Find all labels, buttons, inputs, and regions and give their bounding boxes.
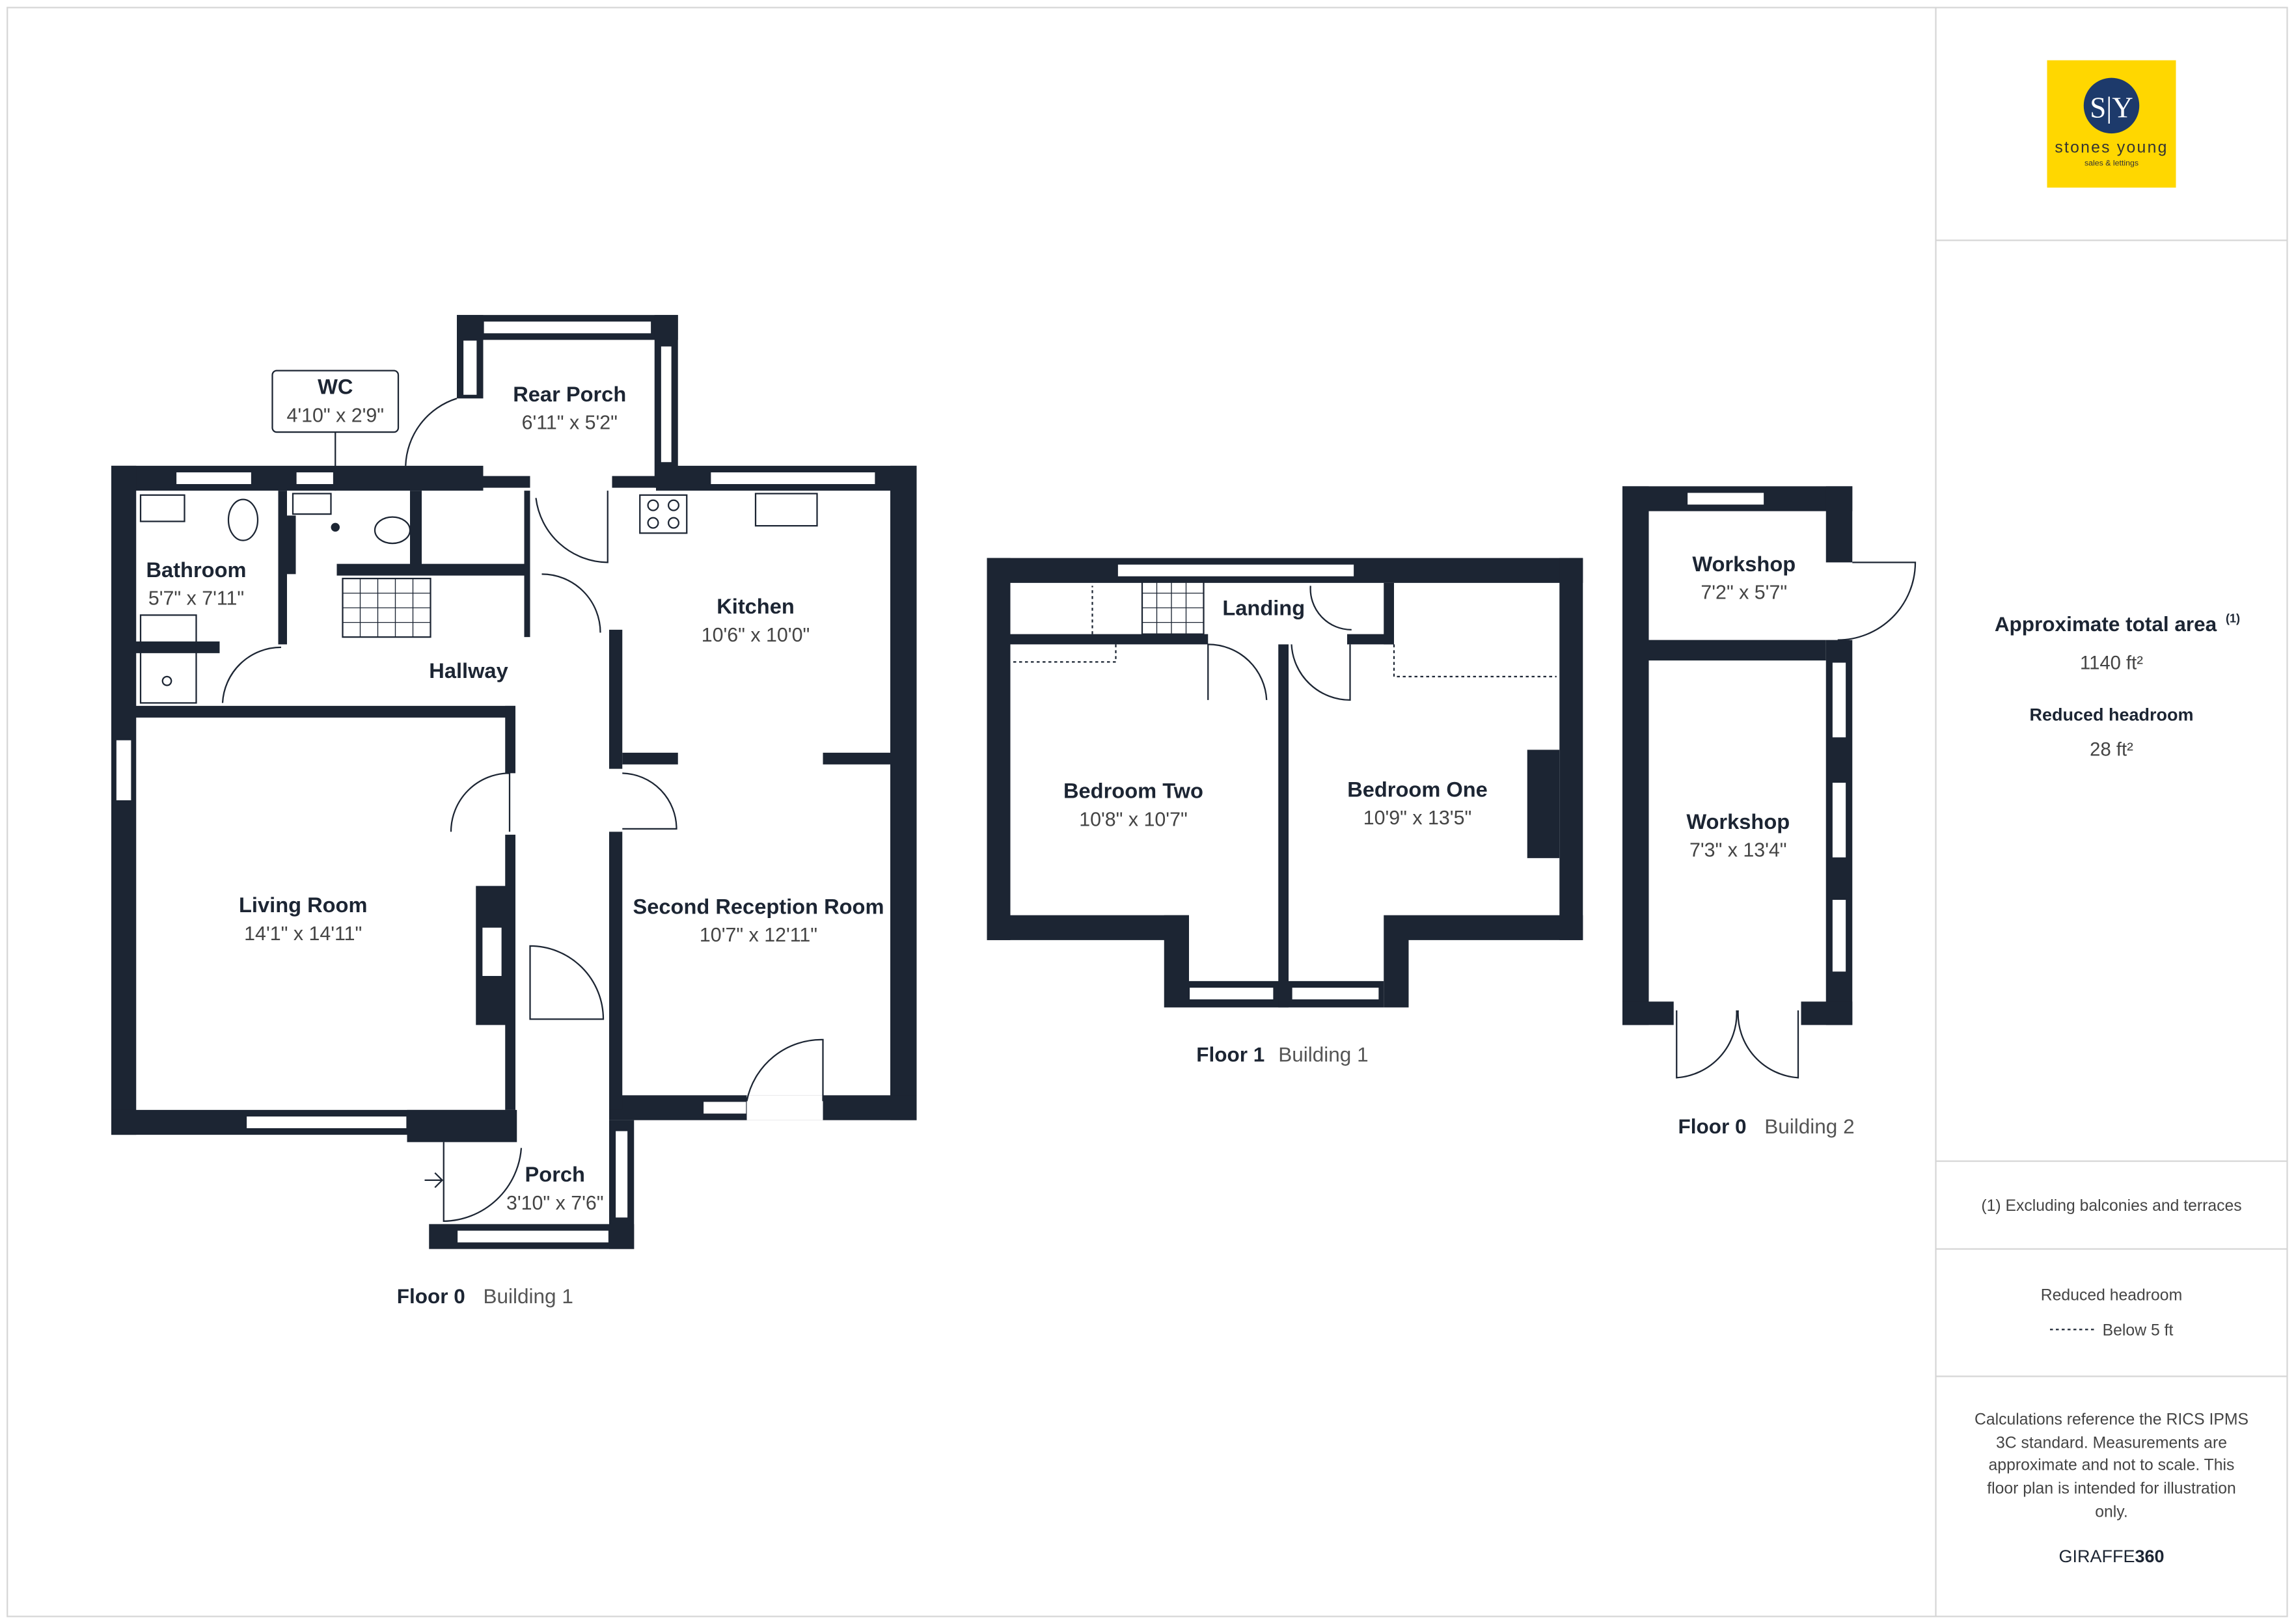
footnote: (1) Excluding balconies and terraces: [1981, 1197, 2241, 1215]
room-name-kitchen: Kitchen: [717, 594, 795, 618]
room-name-rear-porch: Rear Porch: [513, 382, 626, 406]
building-label: Building 2: [1764, 1115, 1854, 1138]
disclaimer-line: 3C standard. Measurements are: [1996, 1435, 2227, 1452]
room-dims-bedroom-one: 10'9" x 13'5": [1363, 807, 1472, 829]
room-name-living-room: Living Room: [239, 893, 367, 917]
room-dims-second-reception: 10'7" x 12'11": [700, 925, 817, 946]
room-name-workshop-small: Workshop: [1692, 552, 1796, 576]
building-label: Building 1: [484, 1284, 573, 1308]
floor-label: Floor 0: [397, 1284, 465, 1308]
room-name-bedroom-one: Bedroom One: [1347, 777, 1488, 801]
room-dims-kitchen: 10'6" x 10'0": [702, 625, 810, 646]
logo-name: stones young: [2055, 139, 2168, 156]
room-name-porch: Porch: [525, 1162, 585, 1186]
room-name-hallway: Hallway: [429, 658, 508, 683]
room-dims-bedroom-two: 10'8" x 10'7": [1079, 809, 1188, 830]
floor-0-building-2-plan: [1622, 486, 1917, 1079]
room-dims-bathroom: 5'7" x 7'11": [148, 588, 244, 610]
building-label: Building 1: [1278, 1043, 1368, 1066]
total-area-footnote-marker: (1): [2226, 612, 2240, 625]
disclaimer-line: Calculations reference the RICS IPMS: [1975, 1411, 2248, 1429]
total-area-label: Approximate total area: [1995, 612, 2217, 636]
room-name-landing: Landing: [1222, 595, 1305, 619]
room-dims-workshop-large: 7'3" x 13'4": [1689, 840, 1787, 861]
disclaimer-line: only.: [2095, 1503, 2127, 1521]
logo-monogram: S|Y: [2090, 91, 2133, 124]
stones-young-logo: S|Y stones young sales & lettings: [2047, 60, 2176, 188]
info-panel: [1935, 7, 2288, 1617]
wc-label-box: [271, 370, 400, 491]
room-dims-workshop-small: 7'2" x 5'7": [1701, 582, 1787, 604]
room-dims-porch: 3'10" x 7'6": [506, 1193, 604, 1214]
sheet-border: [7, 7, 2288, 1617]
floor-1-building-1-plan: [987, 558, 1583, 1008]
room-dims-wc: 4'10" x 2'9": [286, 405, 384, 426]
room-name-bedroom-two: Bedroom Two: [1063, 779, 1203, 803]
total-area-value: 1140 ft²: [2080, 653, 2143, 674]
room-name-wc: WC: [318, 375, 353, 399]
room-dims-living-room: 14'1" x 14'11": [244, 923, 362, 945]
disclaimer-line: approximate and not to scale. This: [1989, 1456, 2235, 1474]
legend-item: Below 5 ft: [2103, 1321, 2174, 1339]
floor-label: Floor 0: [1678, 1115, 1747, 1138]
disclaimer-line: floor plan is intended for illustration: [1987, 1480, 2235, 1497]
floor-label: Floor 1: [1196, 1043, 1264, 1066]
reduced-headroom-value: 28 ft²: [2090, 739, 2133, 760]
reduced-headroom-label: Reduced headroom: [2029, 705, 2193, 724]
room-name-bathroom: Bathroom: [146, 558, 247, 582]
room-dims-rear-porch: 6'11" x 5'2": [522, 413, 618, 434]
room-name-workshop-large: Workshop: [1686, 809, 1790, 833]
room-name-second-reception: Second Reception Room: [633, 894, 884, 918]
giraffe360-credit: GIRAFFE360: [2058, 1547, 2164, 1566]
logo-tagline: sales & lettings: [2084, 159, 2139, 168]
floor-0-building-1-plan: [111, 315, 917, 1249]
legend-title: Reduced headroom: [2041, 1286, 2182, 1304]
